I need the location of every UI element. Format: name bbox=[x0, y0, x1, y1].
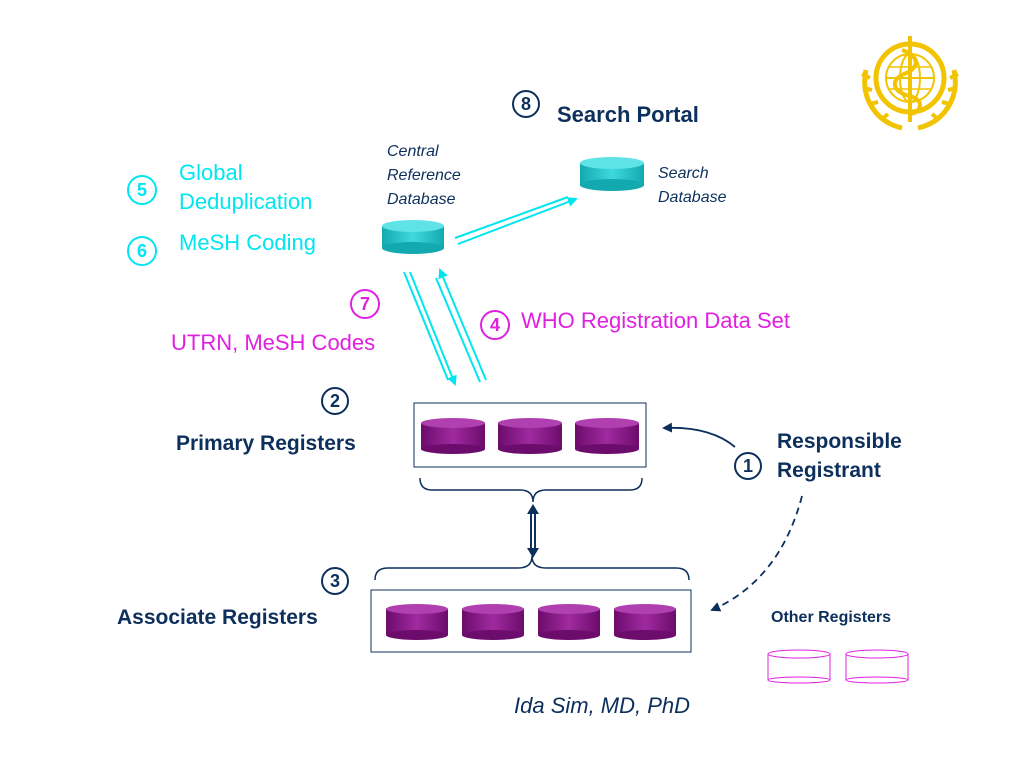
central-database-label: Central Reference Database bbox=[387, 140, 461, 212]
associate-register-db-1 bbox=[386, 604, 448, 640]
associate-registers-label: Associate Registers bbox=[117, 606, 318, 629]
primary-brace bbox=[419, 477, 643, 503]
who-emblem-icon bbox=[861, 36, 959, 131]
search-portal-label: Search Portal bbox=[557, 102, 699, 127]
other-register-db-1 bbox=[767, 649, 831, 684]
search-database-line1: Search bbox=[658, 165, 709, 182]
primary-registers-box bbox=[413, 402, 647, 468]
step-4-badge: 4 bbox=[480, 310, 510, 340]
arrow-registrant-to-associate bbox=[710, 495, 803, 612]
search-database-label: Search Database bbox=[658, 162, 727, 210]
central-database-line3: Database bbox=[387, 191, 456, 208]
other-registers-label: Other Registers bbox=[771, 609, 892, 626]
global-deduplication-label: Global Deduplication bbox=[179, 158, 312, 216]
primary-register-db-2 bbox=[498, 418, 562, 454]
arrow-central-to-search bbox=[454, 196, 578, 245]
global-deduplication-line1: Global bbox=[179, 160, 243, 185]
step-3-badge: 3 bbox=[321, 567, 349, 595]
mesh-coding-label: MeSH Coding bbox=[179, 230, 316, 255]
associate-register-db-4 bbox=[614, 604, 676, 640]
step-6-badge: 6 bbox=[127, 236, 157, 266]
author-label: Ida Sim, MD, PhD bbox=[514, 693, 691, 718]
central-database-line2: Reference bbox=[387, 167, 461, 184]
responsible-registrant-line1: Responsible bbox=[777, 430, 902, 453]
central-database-icon bbox=[382, 220, 444, 254]
bidirectional-arrow bbox=[527, 504, 539, 558]
responsible-registrant-line2: Registrant bbox=[777, 459, 881, 482]
associate-register-db-3 bbox=[538, 604, 600, 640]
utrn-mesh-codes-label: UTRN, MeSH Codes bbox=[171, 330, 376, 355]
step-1-badge: 1 bbox=[734, 452, 762, 480]
arrow-central-to-primary bbox=[403, 271, 457, 386]
search-database-line2: Database bbox=[658, 189, 727, 206]
global-deduplication-line2: Deduplication bbox=[179, 189, 313, 214]
associate-registers-box bbox=[370, 589, 692, 653]
step-8-badge: 8 bbox=[512, 90, 540, 118]
associate-brace bbox=[374, 555, 690, 581]
arrow-primary-to-central bbox=[435, 268, 487, 383]
other-register-db-2 bbox=[845, 649, 909, 684]
responsible-registrant-label: Responsible Registrant bbox=[777, 427, 902, 485]
primary-registers-label: Primary Registers bbox=[176, 432, 356, 455]
step-5-badge: 5 bbox=[127, 175, 157, 205]
central-database-line1: Central bbox=[387, 143, 439, 160]
step-2-badge: 2 bbox=[321, 387, 349, 415]
step-7-badge: 7 bbox=[350, 289, 380, 319]
arrow-registrant-to-primary bbox=[662, 422, 736, 448]
search-database-icon bbox=[580, 157, 644, 191]
who-data-set-label: WHO Registration Data Set bbox=[521, 308, 790, 333]
primary-register-db-3 bbox=[575, 418, 639, 454]
primary-register-db-1 bbox=[421, 418, 485, 454]
associate-register-db-2 bbox=[462, 604, 524, 640]
